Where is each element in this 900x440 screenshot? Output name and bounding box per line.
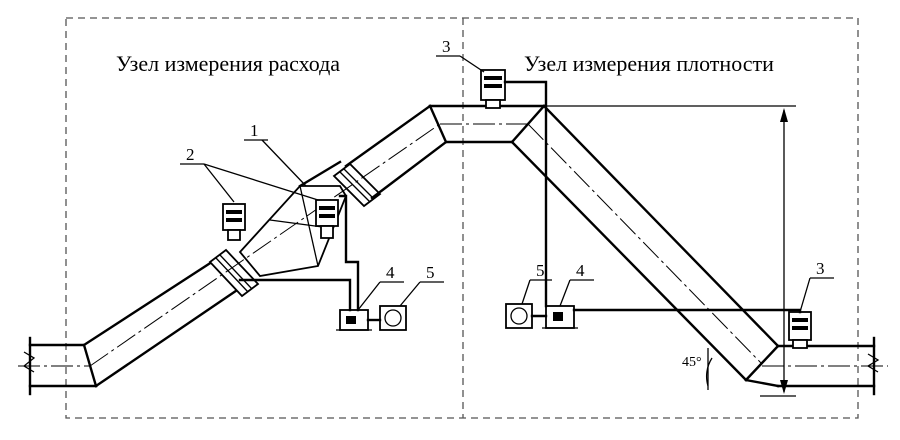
pipeline	[22, 104, 880, 396]
outer-frame	[65, 17, 859, 419]
svg-text:4: 4	[576, 261, 585, 280]
transmitter-4-right	[542, 305, 578, 329]
angle-label: 45°	[682, 355, 702, 370]
callout-4-right: 4	[559, 261, 594, 307]
unit-5-left	[379, 305, 407, 331]
ascend-lower-top-wall	[82, 256, 220, 347]
svg-text:3: 3	[442, 37, 451, 56]
ascend-upper-top-wall	[344, 104, 432, 168]
sensor-2-left	[222, 203, 246, 241]
density-unit-title: Узел измерения плотности	[524, 51, 774, 76]
pipe-axes	[18, 123, 888, 367]
callout-5-left: 5	[399, 263, 444, 307]
signal-line-sensor-3-right	[572, 308, 802, 314]
upper-flange	[332, 162, 382, 208]
svg-text:1: 1	[250, 121, 259, 140]
angle-marker: 45°	[682, 348, 713, 390]
lower-flange	[208, 248, 260, 298]
svg-text:3: 3	[816, 259, 825, 278]
height-dimension	[544, 105, 796, 397]
ascend-upper-bottom-wall	[370, 140, 448, 200]
signal-line-lower	[238, 278, 352, 312]
reducer-top-wall	[298, 160, 342, 188]
upper-left-elbow	[428, 104, 448, 144]
signal-line-sensor-3-top	[503, 80, 548, 308]
signal-line-sensor-2	[338, 194, 360, 312]
callout-4-left: 4	[357, 263, 404, 311]
sensor-2-right	[315, 199, 339, 239]
ascend-lower-bottom-wall	[94, 282, 248, 388]
descend-top-wall	[542, 104, 780, 348]
sensor-3-top	[480, 69, 506, 109]
callout-3-right: 3	[799, 259, 834, 313]
descend-bottom-wall	[510, 140, 748, 382]
sensor-3-right	[788, 311, 812, 349]
svg-text:5: 5	[536, 261, 545, 280]
callout-1: 1	[244, 121, 307, 187]
left-break-mark	[22, 351, 36, 373]
callout-5-right: 5	[521, 261, 552, 305]
transmitter-4-left	[336, 309, 372, 331]
flow-unit-title: Узел измерения расхода	[116, 51, 340, 76]
lower-right-elbow	[744, 344, 780, 382]
right-break-mark	[866, 353, 880, 373]
svg-text:5: 5	[426, 263, 435, 282]
section-frames	[65, 17, 859, 419]
svg-text:2: 2	[186, 145, 195, 164]
callout-2: 2	[180, 145, 319, 203]
unit-5-right	[505, 303, 533, 329]
svg-text:4: 4	[386, 263, 395, 282]
callout-3-top: 3	[436, 37, 485, 73]
